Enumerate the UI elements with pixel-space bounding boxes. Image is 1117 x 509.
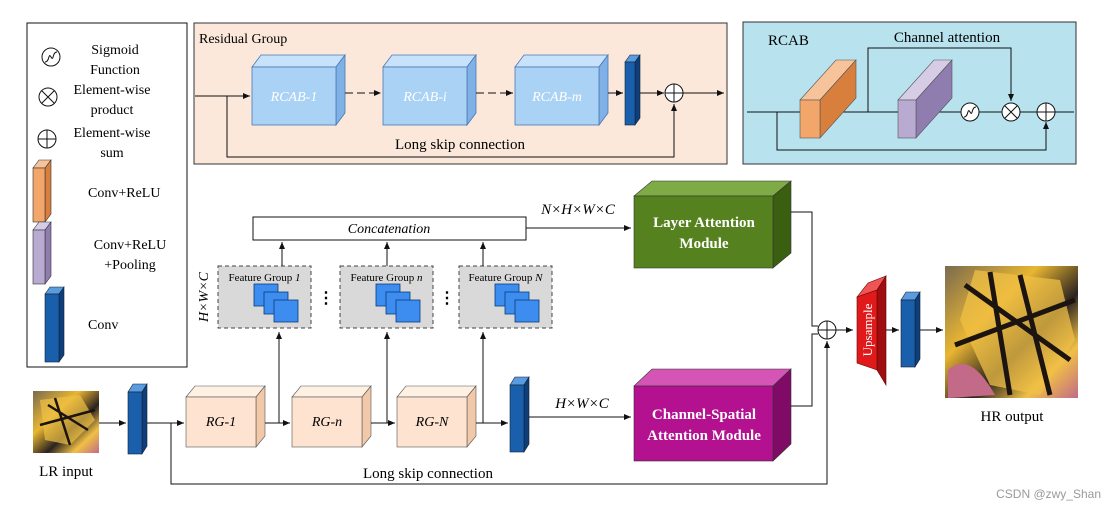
- upsample-block: Upsample: [856, 274, 887, 387]
- feature-map: [395, 299, 421, 323]
- legend-sigmoid-line1: Sigmoid: [91, 43, 138, 58]
- legend-sum-line1: Element-wise: [74, 126, 151, 141]
- hr-output-label: HR output: [981, 409, 1045, 425]
- watermark: CSDN @zwy_Shan: [996, 487, 1101, 501]
- multiply-icon: [38, 87, 58, 107]
- feature-group: Feature Group N: [458, 265, 553, 329]
- ellipsis-dots: ⋮: [318, 290, 334, 307]
- legend-panel: Sigmoid Function Element-wise product El…: [26, 22, 188, 368]
- feature-map: [514, 299, 540, 323]
- conv-icon: [44, 286, 65, 363]
- feature-group-label: Feature Group N: [469, 272, 544, 284]
- rcab-title: RCAB: [768, 33, 809, 49]
- feature-map: [273, 299, 299, 323]
- feature-group-label: Feature Group 1: [228, 272, 300, 284]
- rcab-conv-relu-pool: [897, 59, 953, 139]
- output-conv-block: [900, 290, 921, 369]
- hr-output-image: [945, 266, 1078, 398]
- rg-label: RG-N: [415, 415, 449, 430]
- feature-groups: Feature Group 1 Feature Group n Feature Gr…: [217, 265, 553, 329]
- hwc-vertical-label: H×W×C: [197, 271, 212, 323]
- hwc-label: H×W×C: [554, 396, 610, 412]
- residual-groups: RG-1 RG-n RG-N: [185, 332, 486, 448]
- legend-conv-relu-pool-line1: Conv+ReLU: [94, 238, 166, 253]
- rcab-block-1: RCAB-1: [251, 53, 346, 127]
- legend-conv-relu: Conv+ReLU: [88, 186, 160, 201]
- rcab-label: RCAB-m: [531, 90, 582, 105]
- rcab-block-m: RCAB-m: [514, 53, 609, 127]
- rg-label: RG-1: [205, 415, 236, 430]
- residual-group-title: Residual Group: [199, 32, 287, 47]
- rcab-label: RCAB-1: [270, 90, 318, 105]
- legend-conv-relu-pool-line2: +Pooling: [104, 258, 155, 273]
- layer-attention-module: Layer Attention Module: [633, 180, 792, 269]
- legend-conv: Conv: [88, 318, 118, 333]
- rcab-sum-node: [1036, 102, 1056, 122]
- legend-product-line1: Element-wise: [74, 83, 151, 98]
- legend-sigmoid-line2: Function: [90, 63, 140, 78]
- rcab-panel: RCAB Channel attention: [742, 21, 1077, 165]
- layer-attention-line2: Module: [679, 236, 729, 252]
- legend-product-line2: product: [91, 103, 134, 118]
- rg-skip-label: Long skip connection: [395, 137, 525, 153]
- conv-relu-icon: [32, 159, 52, 223]
- rcab-block-i: RCAB-i: [382, 53, 477, 127]
- main-sum-node: [817, 320, 837, 340]
- lr-input-image: [33, 391, 99, 453]
- rg-block: RG-n: [291, 385, 372, 448]
- main-skip-label: Long skip connection: [363, 466, 493, 482]
- rcab-label: RCAB-i: [402, 90, 447, 105]
- rcab-multiply-node: [1001, 102, 1021, 122]
- lr-input-label: LR input: [39, 464, 94, 480]
- post-rg-conv-block: [509, 375, 530, 454]
- rg-sum-node: [664, 83, 684, 103]
- csa-line1: Channel-Spatial: [652, 407, 756, 423]
- rg-label: RG-n: [311, 415, 342, 430]
- channel-attention-label: Channel attention: [894, 30, 1001, 46]
- sum-icon: [37, 129, 57, 149]
- layer-attention-line1: Layer Attention: [653, 215, 755, 231]
- feature-group: Feature Group 1: [217, 265, 312, 329]
- upsample-label: Upsample: [860, 303, 875, 356]
- legend-sum-line2: sum: [100, 146, 123, 161]
- input-conv-block: [127, 382, 148, 456]
- sigmoid-icon: [41, 47, 61, 67]
- ellipsis-dots: ⋮: [439, 290, 455, 307]
- rcab-conv-relu: [799, 59, 857, 139]
- rg-block: RG-1: [185, 385, 266, 448]
- rg-block: RG-N: [396, 385, 477, 448]
- channel-spatial-attention-module: Channel-Spatial Attention Module: [633, 368, 792, 462]
- concat-label: Concatenation: [348, 222, 430, 237]
- nhwc-label: N×H×W×C: [540, 202, 616, 218]
- feature-group: Feature Group n: [339, 265, 434, 329]
- rcab-sigmoid-node: [960, 102, 980, 122]
- conv-relu-pool-icon: [32, 221, 52, 285]
- concatenation-block: Concatenation: [252, 216, 527, 241]
- feature-group-label: Feature Group n: [350, 272, 423, 284]
- csa-line2: Attention Module: [647, 428, 761, 444]
- residual-group-panel: Residual Group RCAB-1 RCAB-i RCAB-m: [193, 22, 728, 165]
- rg-conv-block: [624, 54, 641, 126]
